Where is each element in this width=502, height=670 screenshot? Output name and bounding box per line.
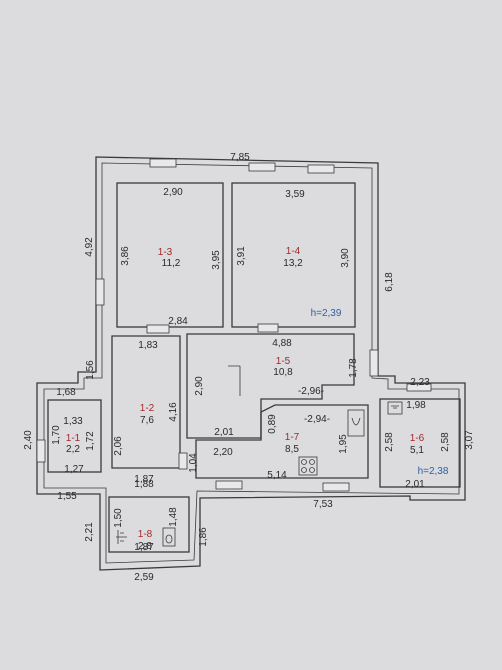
dim-label: 1,87 — [134, 474, 154, 485]
dim-label: -2,94- — [304, 414, 330, 425]
dim-label: 1,68 — [56, 387, 76, 398]
dim-label: 7,53 — [313, 499, 333, 510]
dim-label: 1,98 — [406, 400, 426, 411]
windows — [36, 158, 432, 492]
room-id-1-6: 1-6 — [410, 433, 425, 444]
window-1-3 — [149, 158, 177, 168]
room-area-1-1: 2,2 — [66, 444, 80, 455]
room-area-1-8: 2,8 — [138, 541, 152, 552]
dim-label: 2,90 — [163, 187, 183, 198]
dim-label: 4,16 — [168, 402, 179, 422]
window-1-4a — [248, 162, 276, 172]
dim-label: 2,20 — [213, 447, 233, 458]
dim-label: 1,48 — [168, 507, 179, 527]
room-area-1-2: 7,6 — [140, 415, 154, 426]
room-id-1-3: 1-3 — [158, 247, 173, 258]
dim-label: 1,86 — [198, 527, 209, 547]
dim-label: 1,87 — [134, 542, 154, 553]
room-area-1-4: 13,2 — [283, 258, 303, 269]
dim-label: 1,95 — [338, 434, 349, 454]
dim-label: 3,07 — [464, 430, 475, 450]
dim-label: 1,50 — [113, 508, 124, 528]
dim-label: 3,95 — [211, 250, 222, 270]
window-1-4b — [307, 164, 335, 174]
dim-label: 2,01 — [214, 427, 234, 438]
dim-label: 4,88 — [272, 338, 292, 349]
dim-label: 1,55 — [57, 491, 77, 502]
dim-label: 3,91 — [236, 246, 247, 266]
dim-label: 1,56 — [85, 360, 96, 380]
room-id-1-8: 1-8 — [138, 529, 153, 540]
door-1-4 — [257, 323, 279, 333]
dimension-labels: 7,85 2,90 3,59 4,92 3,86 3,95 3,91 3,90 … — [23, 152, 475, 583]
dim-label: 2,23 — [410, 377, 430, 388]
dim-label: 1,70 — [51, 425, 62, 445]
room-area-1-3: 11,2 — [162, 258, 181, 269]
room-area-1-6: 5,1 — [410, 445, 424, 456]
door-1-3 — [146, 324, 170, 334]
dim-label: 4,92 — [84, 237, 95, 257]
room-area-1-5: 10,8 — [273, 367, 293, 378]
dim-label: 6,18 — [384, 272, 395, 292]
dim-label: -2,96- — [298, 386, 324, 397]
dim-label: 2,90 — [194, 376, 205, 396]
dim-label: 2,21 — [84, 522, 95, 542]
toilet-icon — [162, 527, 176, 547]
window-1-7b — [322, 482, 350, 492]
window-1-1 — [36, 439, 46, 463]
dim-label: 2,06 — [113, 436, 124, 456]
room-id-1-4: 1-4 — [286, 246, 301, 257]
dim-label: 2,59 — [134, 572, 154, 583]
window-1-3-left — [95, 278, 105, 306]
dim-label: 1,83 — [138, 340, 158, 351]
room-labels: 1-3 11,2 1-4 13,2 h=2,39 1-5 10,8 1-2 7,… — [66, 246, 449, 552]
dim-label: 2,40 — [23, 430, 34, 450]
dim-label: 1,04 — [188, 453, 199, 473]
height-main: h=2,39 — [311, 308, 342, 319]
dim-label: 2,01 — [405, 479, 425, 490]
dim-label: 1,72 — [85, 431, 96, 451]
dim-label: 5,14 — [267, 470, 287, 481]
boiler-icon — [387, 401, 403, 415]
room-area-1-7: 8,5 — [285, 444, 299, 455]
window-1-6-top — [406, 383, 432, 392]
dim-label: 1,27 — [64, 464, 84, 475]
room-id-1-5: 1-5 — [276, 356, 291, 367]
stove-icon — [298, 456, 318, 476]
dim-label: 1,88 — [134, 479, 154, 490]
sink-icon — [347, 409, 365, 437]
dim-label: 3,90 — [340, 248, 351, 268]
dim-label: 1,78 — [348, 358, 359, 378]
dim-label: 2,58 — [440, 432, 451, 452]
dim-label: 2,58 — [384, 432, 395, 452]
dim-label: 0,89 — [267, 414, 278, 434]
room-id-1-1: 1-1 — [66, 433, 81, 444]
door-1-2 — [178, 452, 188, 470]
room-id-1-2: 1-2 — [140, 403, 155, 414]
dim-label: 7,85 — [230, 152, 250, 163]
height-room-1-6: h=2,38 — [418, 466, 449, 477]
dim-label: 3,86 — [120, 246, 131, 266]
dim-label: 3,59 — [285, 189, 305, 200]
outer-walls — [36, 156, 466, 571]
dim-label: 2,84 — [168, 316, 188, 327]
dim-label: 1,33 — [63, 416, 83, 427]
window-1-7a — [215, 480, 243, 490]
window-1-5 — [369, 349, 379, 377]
fixtures — [116, 401, 403, 547]
room-id-1-7: 1-7 — [285, 432, 300, 443]
shower-icon — [116, 530, 127, 544]
